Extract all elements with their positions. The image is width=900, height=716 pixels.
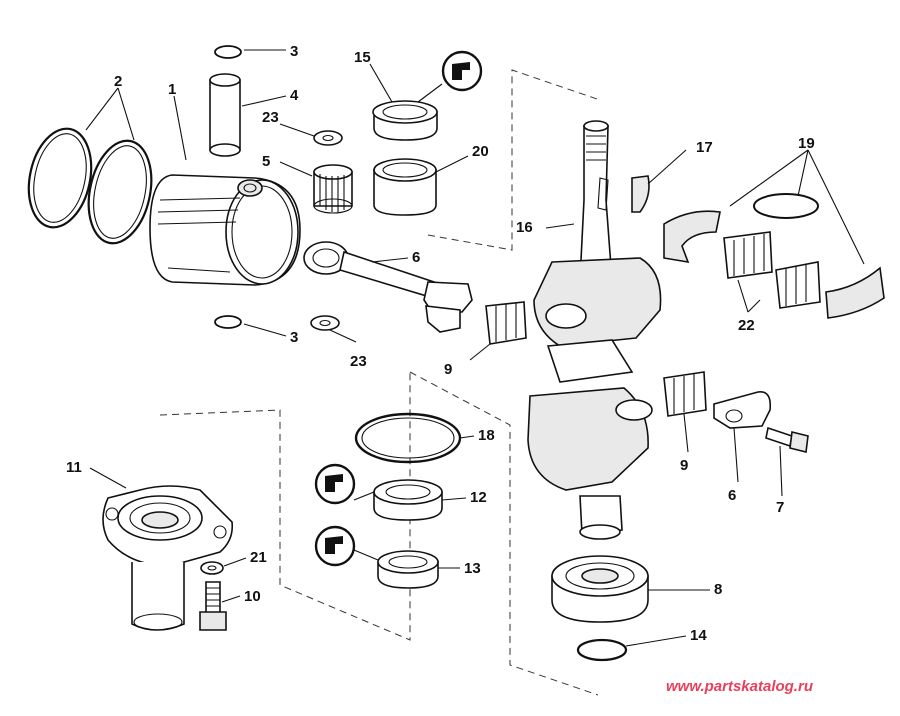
connecting-rod-cap <box>713 391 772 429</box>
callout-12: 12 <box>470 489 487 506</box>
upper-bearing-retainer <box>663 193 885 319</box>
upper-needle-bearing-cages <box>723 231 821 309</box>
seal-install-icon <box>441 50 483 92</box>
crankpin-bearing-cages <box>485 301 707 417</box>
upper-crankcase-seal <box>372 100 438 141</box>
thrust-washers <box>310 130 343 331</box>
piston-pin <box>209 73 241 157</box>
o-ring <box>354 412 462 464</box>
seal-install-icon <box>314 525 356 567</box>
callout-labels: 1 2 3 3 4 5 6 6 7 8 9 9 10 11 12 13 14 1… <box>66 43 815 644</box>
rod-bolt <box>765 426 809 453</box>
callout-21: 21 <box>250 549 267 566</box>
housing-screw <box>199 581 227 631</box>
callout-8: 8 <box>714 581 722 598</box>
seal-install-icon <box>314 463 356 505</box>
callout-17: 17 <box>696 139 713 156</box>
callout-18: 18 <box>478 427 495 444</box>
lower-seal-small <box>377 550 439 589</box>
woodruff-key <box>631 175 650 213</box>
callout-16: 16 <box>516 219 533 236</box>
wrist-pin-needle-bearing <box>313 164 353 214</box>
callout-3-bottom: 3 <box>290 329 298 346</box>
piston <box>149 174 301 286</box>
callout-7: 7 <box>776 499 784 516</box>
lower-ball-bearing <box>551 555 649 623</box>
callout-1: 1 <box>168 81 176 98</box>
assembly-guide-lines <box>159 69 601 696</box>
callout-9-right: 9 <box>680 457 688 474</box>
retaining-ring <box>576 638 628 662</box>
callout-6-rod: 6 <box>412 249 420 266</box>
callout-5: 5 <box>262 153 270 170</box>
callout-19: 19 <box>798 135 815 152</box>
callout-15: 15 <box>354 49 371 66</box>
callout-23-top: 23 <box>262 109 279 126</box>
leader-lines <box>85 49 865 647</box>
crankshaft <box>527 120 662 540</box>
upper-main-bearing <box>373 158 437 216</box>
watermark-text: www.partskatalog.ru <box>666 678 813 695</box>
connecting-rod <box>303 241 473 333</box>
callout-20: 20 <box>472 143 489 160</box>
callout-22: 22 <box>738 317 755 334</box>
callout-23-bottom: 23 <box>350 353 367 370</box>
housing-washer <box>200 561 224 575</box>
callout-13: 13 <box>464 560 481 577</box>
callout-4: 4 <box>290 87 299 104</box>
piston-rings <box>27 127 153 245</box>
callout-9-left: 9 <box>444 361 452 378</box>
lower-bearing-housing <box>102 485 234 631</box>
callout-2: 2 <box>114 73 122 90</box>
callout-14: 14 <box>690 627 707 644</box>
piston-pin-clips <box>214 45 242 329</box>
callout-11: 11 <box>66 459 82 476</box>
callout-10: 10 <box>244 588 261 605</box>
callout-6-cap: 6 <box>728 487 736 504</box>
callout-3-top: 3 <box>290 43 298 60</box>
lower-seal <box>373 479 443 521</box>
